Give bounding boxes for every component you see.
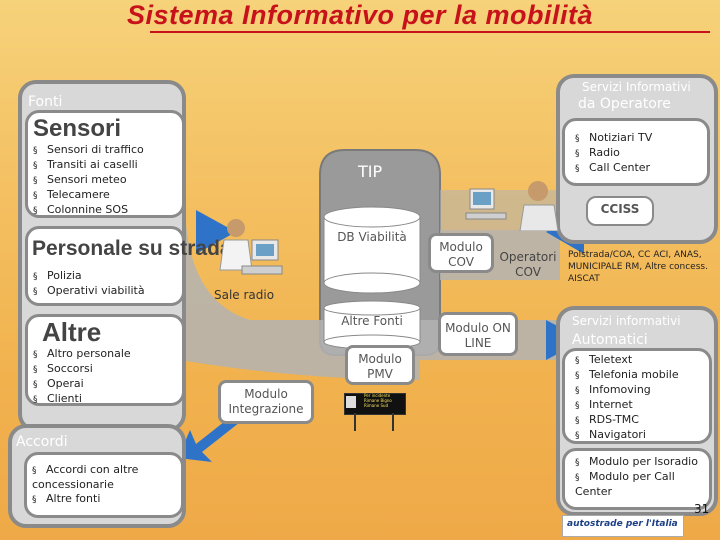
list-item: Telefonia mobile xyxy=(575,368,679,383)
modulo-pmv-box: Modulo PMV xyxy=(345,345,415,385)
list-item: Transiti ai caselli xyxy=(33,158,144,173)
modulo-integrazione-box: Modulo Integrazione xyxy=(218,380,314,424)
servizi-automatici-label-top: Servizi informativi xyxy=(572,314,681,328)
accordi-box: Accordi con altre concessionarie Altre f… xyxy=(24,452,184,518)
list-item: Internet xyxy=(575,398,679,413)
list-item: RDS-TMC xyxy=(575,413,679,428)
list-item: Telecamere xyxy=(33,188,144,203)
fonti-label: Fonti xyxy=(28,94,63,110)
list-item: Modulo per Isoradio xyxy=(575,455,711,470)
modulo-cov-box: Modulo COV xyxy=(428,233,494,273)
partners-text: Polstrada/COA, CC ACI, ANAS, MUNICIPALE … xyxy=(568,250,708,284)
modulo-cov-label: Modulo COV xyxy=(439,240,483,269)
list-item: Radio xyxy=(575,146,652,161)
cciss-box: CCISS xyxy=(586,196,654,226)
sensori-list: Sensori di traffico Transiti ai caselli … xyxy=(33,143,144,218)
list-item: Polizia xyxy=(33,269,145,284)
pmv-sign-line: Rimane Bigno xyxy=(364,398,392,403)
modulo-online-label: Modulo ON LINE xyxy=(445,321,511,350)
page-title: Sistema Informativo per la mobilità xyxy=(126,0,594,30)
list-item: Soccorsi xyxy=(33,362,131,377)
personale-box: Personale su strada Polizia Operativi vi… xyxy=(25,226,232,306)
servizi-operatore-label-bottom: da Operatore xyxy=(578,96,671,112)
db-viabilita-label: DB Viabilità xyxy=(337,230,407,244)
list-item: Teletext xyxy=(575,353,679,368)
list-item: Accordi con altre concessionarie xyxy=(32,463,182,492)
servizi-automatici-list-2: Modulo per Isoradio Modulo per Call Cent… xyxy=(575,455,711,499)
personale-list: Polizia Operativi viabilità xyxy=(33,269,145,299)
servizi-operatore-label-top: Servizi Informativi xyxy=(582,80,691,94)
list-item: Call Center xyxy=(575,161,652,176)
list-item: Sensori meteo xyxy=(33,173,144,188)
altre-list: Altro personale Soccorsi Operai Clienti xyxy=(33,347,131,407)
arrow-right xyxy=(196,210,236,254)
operator-illustration-left xyxy=(206,210,286,288)
altre-box: Altre Altro personale Soccorsi Operai Cl… xyxy=(25,314,185,406)
accordi-label: Accordi xyxy=(16,434,68,450)
modulo-pmv-label: Modulo PMV xyxy=(358,352,402,381)
list-item: Operai xyxy=(33,377,131,392)
pmv-sign: Per incidente Rimane Bigno Rimane Sud xyxy=(344,393,406,433)
list-item: Sensori di traffico xyxy=(33,143,144,158)
operatori-cov-label: Operatori COV xyxy=(499,250,557,279)
logo-text: autostrade per l'Italia xyxy=(567,519,678,529)
servizi-automatici-label-bottom: Automatici xyxy=(572,332,648,348)
sensori-box: Sensori Sensori di traffico Transiti ai … xyxy=(25,110,185,218)
list-item: Clienti xyxy=(33,392,131,407)
tip-label: TIP xyxy=(358,162,383,181)
altre-fonti-cylinder: Altre Fonti xyxy=(322,300,422,350)
sensori-heading: Sensori xyxy=(33,115,122,142)
list-item: Altre fonti xyxy=(32,492,182,507)
list-item: Infomoving xyxy=(575,383,679,398)
personale-heading: Personale su strada xyxy=(32,237,232,260)
pmv-sign-line: Per incidente xyxy=(364,393,391,398)
list-item: Operativi viabilità xyxy=(33,284,145,299)
servizi-automatici-box-2: Modulo per Isoradio Modulo per Call Cent… xyxy=(562,448,712,510)
title-underline xyxy=(150,31,710,33)
autostrade-logo: autostrade per l'Italia xyxy=(562,515,684,537)
list-item: Notiziari TV xyxy=(575,131,652,146)
list-item: Altro personale xyxy=(33,347,131,362)
db-viabilita-cylinder: DB Viabilità xyxy=(322,205,422,295)
servizi-automatici-box: Teletext Telefonia mobile Infomoving Int… xyxy=(562,348,712,444)
altre-heading: Altre xyxy=(42,317,102,347)
servizi-operatore-list: Notiziari TV Radio Call Center xyxy=(575,131,652,176)
page-number: 31 xyxy=(694,502,710,516)
servizi-automatici-list: Teletext Telefonia mobile Infomoving Int… xyxy=(575,353,679,443)
operator-illustration-right xyxy=(462,175,562,232)
list-item: Navigatori xyxy=(575,428,679,443)
modulo-online-box: Modulo ON LINE xyxy=(438,312,518,356)
modulo-integrazione-label: Modulo Integrazione xyxy=(228,387,304,416)
sale-radio-label: Sale radio xyxy=(214,288,275,302)
list-item: Colonnine SOS xyxy=(33,203,144,218)
altre-fonti-label: Altre Fonti xyxy=(341,314,403,328)
list-item: Modulo per Call Center xyxy=(575,470,711,499)
servizi-operatore-box: Notiziari TV Radio Call Center xyxy=(562,118,710,186)
cciss-label: CCISS xyxy=(600,202,640,216)
pmv-sign-line: Rimane Sud xyxy=(364,403,389,408)
accordi-list: Accordi con altre concessionarie Altre f… xyxy=(32,463,182,507)
